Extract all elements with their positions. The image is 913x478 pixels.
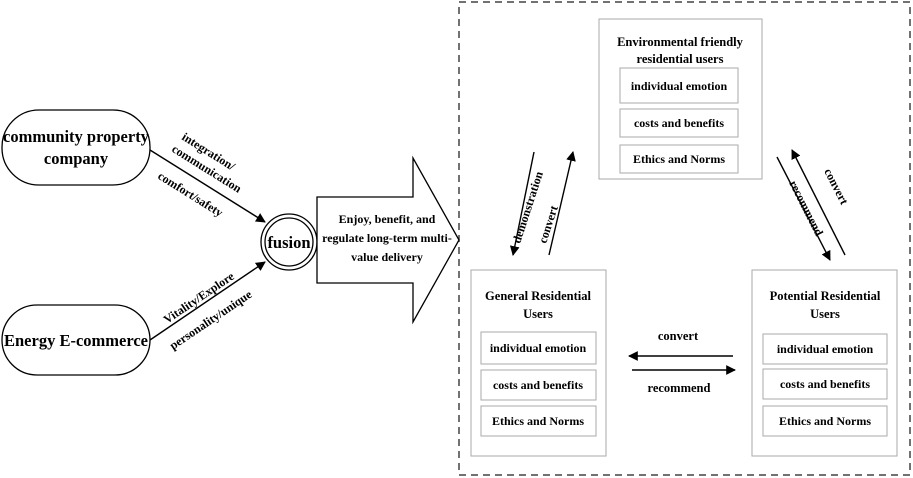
env-to-potential-arrow [776,156,831,261]
ecommerce-to-fusion-arrow [149,261,266,341]
ecommerce-label: Energy E-commerce [4,331,148,350]
general-users-box: General Residential Users individual emo… [470,269,607,457]
potential-users-title-1: Potential Residential [770,289,881,303]
potential-factor-ethics: Ethics and Norms [779,414,871,428]
potential-users-title-2: Users [810,307,840,321]
potential-factor-costs: costs and benefits [780,377,870,391]
block-arrow-text-2: regulate long-term multi- [322,231,452,245]
general-users-title-1: General Residential [485,289,591,303]
general-factor-emotion: individual emotion [490,341,587,355]
general-users-title-2: Users [523,307,553,321]
block-arrow-text-3: value delivery [351,250,423,264]
env-factor-emotion: individual emotion [631,79,728,93]
value-delivery-block-arrow: Enjoy, benefit, and regulate long-term m… [316,155,460,325]
company-node: community property company [1,109,151,186]
env-users-title-1: Environmental friendly [617,35,744,49]
env-to-general-arrow [548,151,576,256]
bottom-relation-convert: convert [658,329,699,343]
potential-to-env-arrow [791,149,846,256]
general-to-env-arrow [509,151,535,256]
dashed-frame [458,1,911,476]
company-label-line2: company [44,149,109,168]
potential-users-box: Potential Residential Users individual e… [751,269,898,457]
fusion-label: fusion [267,233,310,252]
fusion-node: fusion [260,213,318,271]
general-factor-costs: costs and benefits [493,378,583,392]
env-factor-ethics: Ethics and Norms [633,152,725,166]
env-users-title-2: residential users [637,52,724,66]
env-factor-costs: costs and benefits [634,116,724,130]
env-users-box: Environmental friendly residential users… [598,18,763,180]
left-relation-convert: convert [536,204,561,245]
bottom-relation-recommend: recommend [648,381,711,395]
ecommerce-node: Energy E-commerce [1,304,151,376]
general-factor-ethics: Ethics and Norms [492,414,584,428]
block-arrow-text-1: Enjoy, benefit, and [339,212,436,226]
potential-factor-emotion: individual emotion [777,342,874,356]
right-relation-recommend: recommend [786,178,826,238]
company-to-fusion-arrow [149,149,266,223]
right-relation-convert: convert [821,166,851,207]
company-label-line1: community property [3,127,150,146]
